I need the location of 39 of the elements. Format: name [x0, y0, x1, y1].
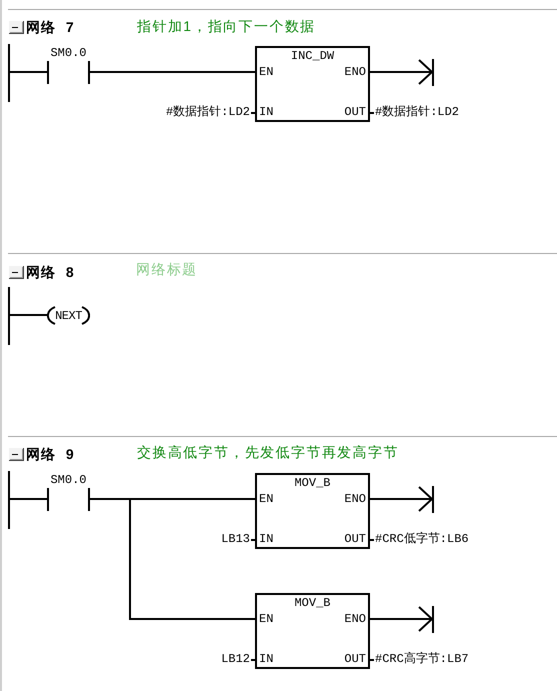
- wire: [90, 498, 255, 620]
- arrow: [370, 486, 433, 512]
- parameter-label: #CRC低字节:LB6: [370, 532, 469, 546]
- pin-label: EN: [259, 65, 274, 79]
- contact-label: SM0.0: [49, 473, 88, 487]
- coil-label: NEXT: [54, 308, 83, 322]
- pin-label: IN: [259, 652, 274, 666]
- pin-label: OUT: [344, 652, 366, 666]
- network-label: 网络 7: [26, 18, 75, 36]
- pin-label: ENO: [344, 65, 366, 79]
- function-block: [255, 593, 370, 669]
- network-comment: 指针加1，指向下一个数据: [137, 17, 316, 35]
- wire: [10, 71, 47, 73]
- pin-label: ENO: [344, 492, 366, 506]
- pin-label: IN: [259, 105, 274, 119]
- pin-label: EN: [259, 612, 274, 626]
- pin-label: IN: [259, 532, 274, 546]
- pin-label: EN: [259, 492, 274, 506]
- wire: [10, 498, 47, 500]
- pin-label: OUT: [344, 105, 366, 119]
- function-block: [255, 46, 370, 122]
- block-title: MOV_B: [293, 476, 332, 490]
- block-title: MOV_B: [293, 596, 332, 610]
- network-comment: 交换高低字节，先发低字节再发高字节: [137, 443, 399, 461]
- contact-label: SM0.0: [49, 46, 88, 60]
- network-label: 网络 8: [26, 263, 75, 281]
- parameter-label: #数据指针:LD2: [370, 105, 460, 119]
- pin-label: OUT: [344, 532, 366, 546]
- arrow: [370, 606, 433, 632]
- arrow: [370, 59, 433, 85]
- parameter-label: #数据指针:LD2: [166, 105, 255, 119]
- block-title: INC_DW: [290, 49, 336, 63]
- function-block: [255, 473, 370, 549]
- wire: [90, 71, 255, 73]
- network-label: 网络 9: [26, 445, 75, 463]
- pin-label: ENO: [344, 612, 366, 626]
- network-comment: 网络标题: [136, 260, 198, 278]
- wire: [10, 314, 47, 316]
- parameter-label: #CRC高字节:LB7: [370, 652, 469, 666]
